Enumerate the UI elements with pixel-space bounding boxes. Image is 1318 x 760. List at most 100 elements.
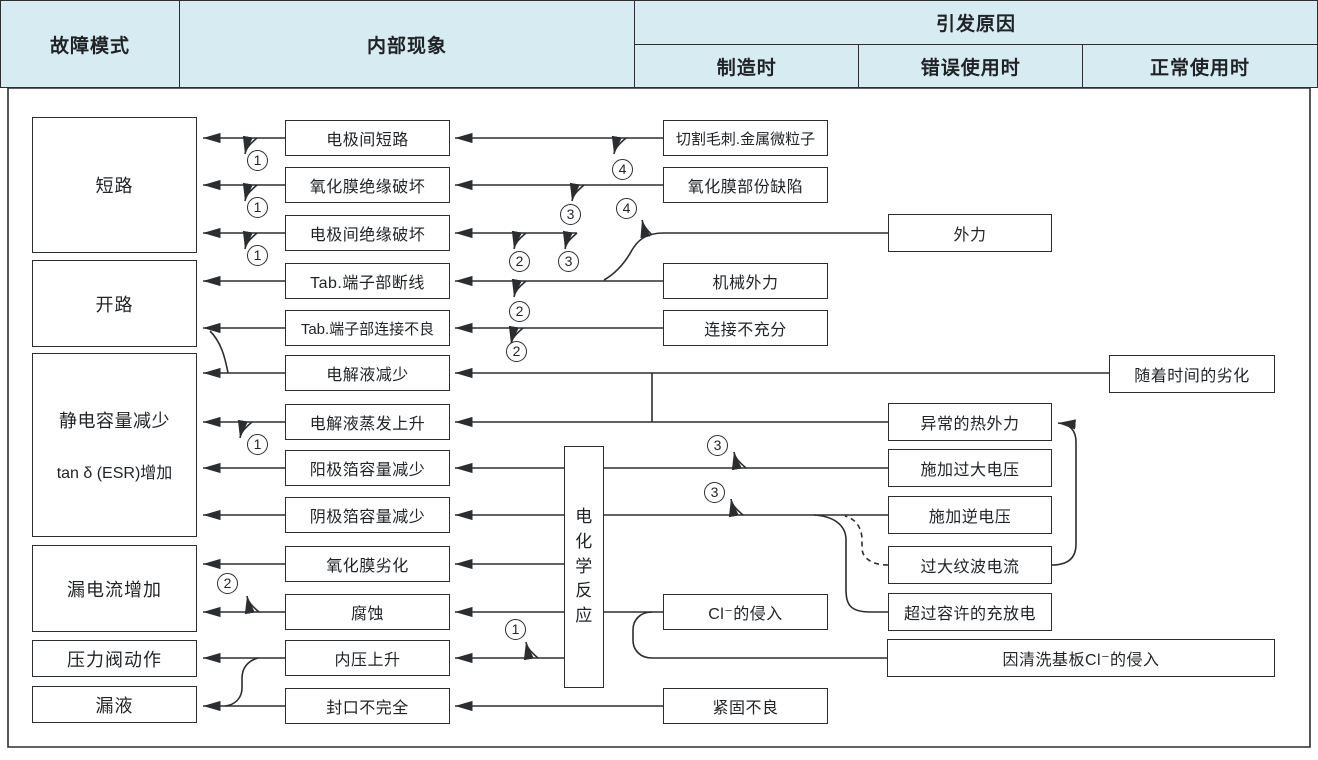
ref-circle-1: 1 (505, 619, 526, 640)
electrochemical-reaction-label: 电化学反应 (575, 507, 593, 625)
oxide-film-insulation-breakdown-label: 氧化膜绝缘破坏 (309, 179, 426, 196)
box-tab-terminal-break: Tab.端子部断线 (285, 263, 450, 299)
ref-circle-1: 1 (247, 434, 268, 455)
inter-electrode-short-label: 电极间短路 (326, 132, 409, 149)
external-force-label: 外力 (953, 227, 987, 244)
excessive-ripple-current-label: 过大纹波电流 (920, 559, 1020, 576)
box-electrolyte-evaporation: 电解液蒸发上升 (285, 404, 450, 440)
cathode-foil-capacity-decrease-label: 阴极箔容量减少 (309, 509, 426, 526)
box-insufficient-connection: 连接不充分 (663, 310, 828, 346)
header-normal-use-label: 正常使用时 (1149, 57, 1250, 79)
header-misuse: 错误使用时 (858, 44, 1084, 88)
main-connector-lines (203, 132, 1109, 712)
ref-circle-4: 4 (612, 159, 633, 180)
box-electrochemical-reaction: 电化学反应 (564, 446, 604, 688)
box-open-circuit: 开路 (32, 260, 197, 347)
box-inter-electrode-short: 电极间短路 (285, 120, 450, 156)
box-oxide-film-degradation: 氧化膜劣化 (285, 546, 450, 582)
ref-circle-1: 1 (247, 245, 268, 266)
box-excessive-ripple-current: 过大纹波电流 (888, 546, 1052, 584)
box-anode-foil-capacity-decrease: 阳极箔容量减少 (285, 450, 450, 486)
header-failure-mode-label: 故障模式 (49, 35, 130, 57)
header-cause: 引发原因 (634, 0, 1318, 46)
box-external-force: 外力 (888, 214, 1052, 252)
aging-over-time-label: 随着时间的劣化 (1134, 368, 1250, 385)
header-normal-use: 正常使用时 (1082, 44, 1318, 88)
header-manufacturing-label: 制造时 (716, 57, 777, 79)
box-board-cleaning-cl-intrusion: 因清洗基板Cl⁻的侵入 (887, 639, 1275, 677)
diagram-border (7, 87, 1311, 748)
box-cathode-foil-capacity-decrease: 阴极箔容量减少 (285, 497, 450, 533)
box-excessive-voltage: 施加过大电压 (888, 449, 1052, 487)
ref-circle-3: 3 (560, 204, 581, 225)
box-corrosion: 腐蚀 (285, 594, 450, 630)
header-internal-label: 内部现象 (366, 35, 447, 57)
box-leakage-current-increase: 漏电流增加 (32, 545, 197, 632)
box-mechanical-external-force: 机械外力 (663, 263, 828, 299)
box-oxide-film-insulation-breakdown: 氧化膜绝缘破坏 (285, 167, 450, 203)
pressure-valve-label: 压力阀动作 (67, 649, 162, 670)
reverse-voltage-label: 施加逆电压 (928, 509, 1012, 526)
inter-electrode-insulation-breakdown-label: 电极间绝缘破坏 (309, 227, 426, 244)
ref-circle-1: 1 (247, 150, 268, 171)
box-reverse-voltage: 施加逆电压 (888, 496, 1052, 534)
ref-circle-1: 1 (247, 197, 268, 218)
ref-circle-2: 2 (506, 341, 527, 362)
poor-tightening-label: 紧固不良 (712, 700, 779, 717)
oxide-film-partial-defect-label: 氧化膜部份缺陷 (687, 179, 804, 196)
ref-circle-3: 3 (704, 482, 725, 503)
box-oxide-film-partial-defect: 氧化膜部份缺陷 (663, 167, 828, 203)
leakage-current-label: 漏电流增加 (67, 579, 162, 600)
ref-circle-2: 2 (509, 251, 530, 272)
abnormal-thermal-stress-label: 异常的热外力 (920, 416, 1020, 433)
box-short-circuit: 短路 (32, 117, 197, 253)
oxide-film-degradation-label: 氧化膜劣化 (326, 558, 409, 575)
capacitance-decrease-label: 静电容量减少 (59, 411, 170, 431)
anode-foil-capacity-decrease-label: 阳极箔容量减少 (309, 462, 426, 479)
tab-terminal-poor-connection-label: Tab.端子部连接不良 (300, 320, 435, 338)
box-abnormal-thermal-stress: 异常的热外力 (888, 403, 1052, 441)
insufficient-connection-label: 连接不充分 (704, 322, 787, 339)
ref-circle-3: 3 (558, 251, 579, 272)
internal-pressure-rise-label: 内压上升 (334, 652, 401, 669)
box-aging-over-time: 随着时间的劣化 (1109, 355, 1275, 393)
box-cutting-burr-metal-particles: 切割毛刺.金属微粒子 (663, 120, 828, 156)
header-failure-mode: 故障模式 (0, 0, 180, 88)
electrolyte-evaporation-label: 电解液蒸发上升 (309, 416, 426, 433)
box-cl-intrusion: Cl⁻的侵入 (663, 594, 828, 630)
box-electrolyte-decrease: 电解液减少 (285, 355, 450, 391)
box-capacitance-decrease: 静电容量减少 tan δ (ESR)增加 (32, 353, 197, 537)
cutting-burr-label: 切割毛刺.金属微粒子 (675, 130, 816, 148)
box-incomplete-sealing: 封口不完全 (285, 688, 450, 724)
header-misuse-label: 错误使用时 (920, 57, 1021, 79)
ref-circle-3: 3 (707, 435, 728, 456)
short-circuit-label: 短路 (95, 176, 134, 196)
box-pressure-valve-action: 压力阀动作 (32, 640, 197, 677)
mechanical-external-force-label: 机械外力 (712, 275, 779, 292)
ref-circle-4: 4 (616, 198, 637, 219)
exceeding-charge-discharge-label: 超过容许的充放电 (903, 606, 1036, 623)
header-table: 故障模式 内部现象 引发原因 制造时 错误使用时 正常使用时 (0, 0, 1318, 88)
box-liquid-leak: 漏液 (32, 686, 197, 723)
electrolyte-decrease-label: 电解液减少 (326, 367, 409, 384)
header-cause-label: 引发原因 (935, 14, 1016, 36)
box-poor-tightening: 紧固不良 (663, 688, 828, 724)
box-inter-electrode-insulation-breakdown: 电极间绝缘破坏 (285, 215, 450, 251)
corrosion-label: 腐蚀 (350, 606, 384, 623)
box-exceeding-charge-discharge: 超过容许的充放电 (888, 593, 1052, 631)
open-circuit-label: 开路 (95, 294, 134, 315)
excessive-voltage-label: 施加过大电压 (920, 462, 1020, 479)
liquid-leak-label: 漏液 (95, 695, 134, 716)
cl-intrusion-label: Cl⁻的侵入 (708, 606, 783, 623)
box-internal-pressure-rise: 内压上升 (285, 640, 450, 676)
ref-circle-2: 2 (509, 301, 530, 322)
box-tab-terminal-poor-connection: Tab.端子部连接不良 (285, 310, 450, 346)
incomplete-sealing-label: 封口不完全 (326, 700, 409, 717)
reference-hooks (237, 135, 747, 661)
esr-increase-label: tan δ (ESR)增加 (56, 465, 173, 482)
ref-circle-2: 2 (217, 573, 238, 594)
header-internal-phenomenon: 内部现象 (178, 0, 636, 88)
tab-terminal-break-label: Tab.端子部断线 (310, 275, 425, 292)
